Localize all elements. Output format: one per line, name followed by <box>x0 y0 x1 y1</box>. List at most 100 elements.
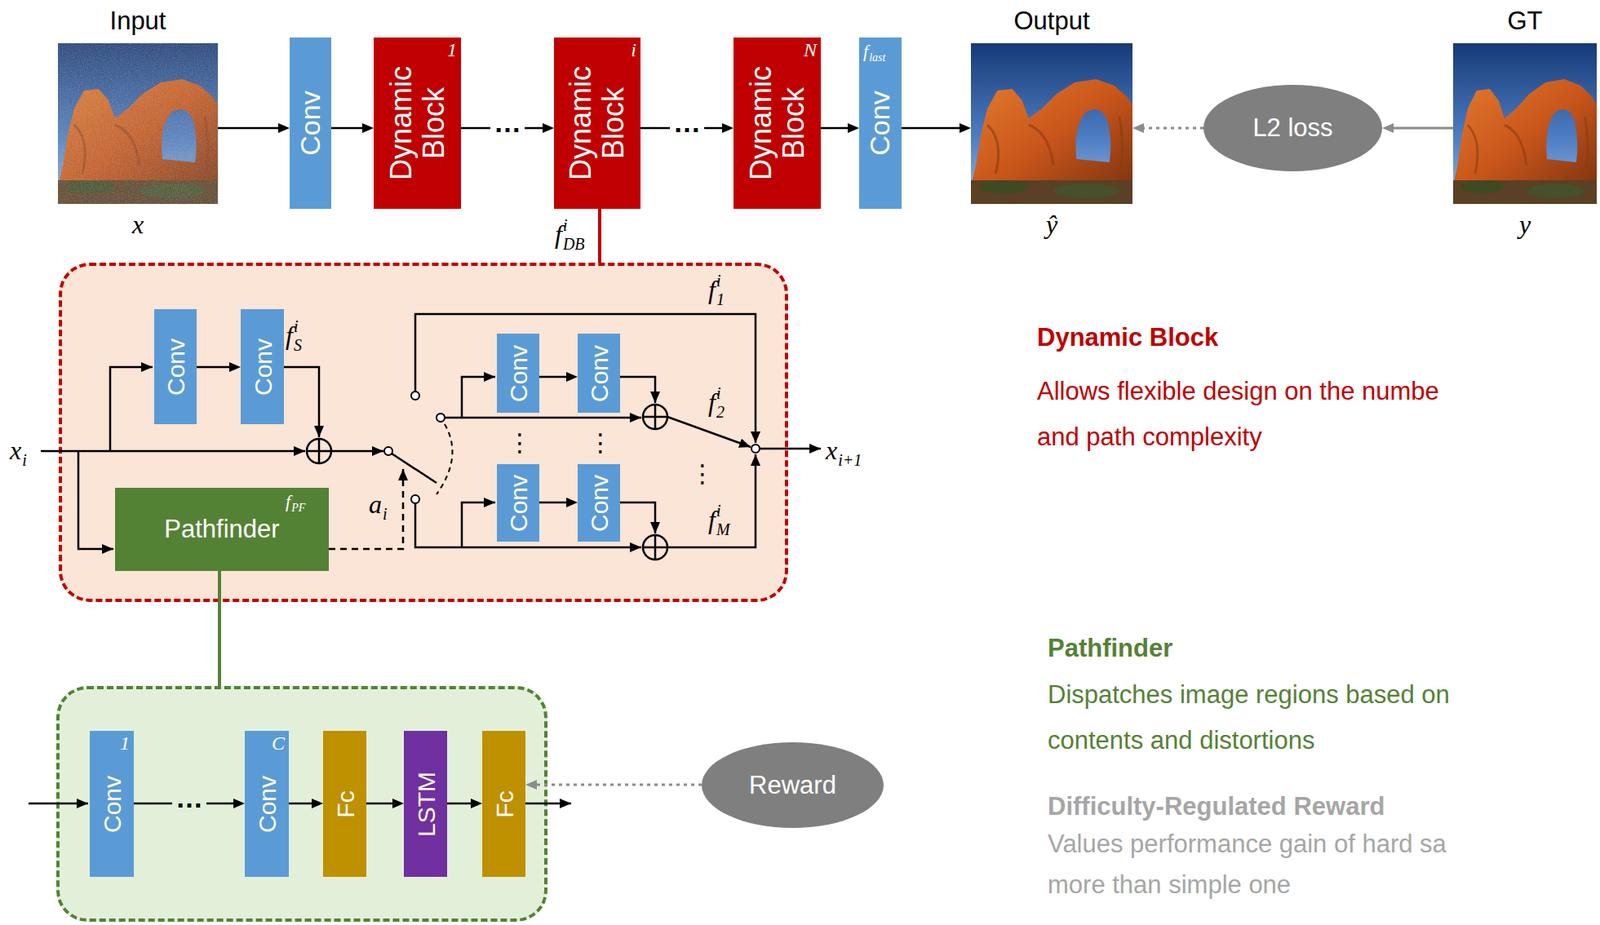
math-symbol: f <box>708 385 716 421</box>
photo <box>970 43 1133 204</box>
layer-name: Dynamic Block <box>564 53 630 193</box>
connector-line <box>133 802 235 806</box>
conv-layer: Conv <box>577 333 621 413</box>
math-label: fi2 <box>708 385 725 421</box>
connector <box>366 798 404 809</box>
ellipsis-mark: ⋮ <box>588 430 613 456</box>
lstm-layer: LSTM <box>403 731 448 878</box>
plus-sign <box>306 438 332 464</box>
index-stack: i1 <box>716 272 725 308</box>
wire <box>667 454 756 548</box>
conv-layer: Conv <box>240 309 284 425</box>
connector <box>196 362 241 373</box>
connector-line <box>598 208 602 263</box>
layer-name: Fc <box>331 790 359 818</box>
photo <box>57 43 218 204</box>
math-symbol: a <box>368 487 382 523</box>
connector <box>1132 123 1204 133</box>
switch-contact <box>436 413 445 422</box>
layer-name: Conv <box>505 344 532 402</box>
sum-node <box>306 438 332 464</box>
connector <box>539 497 578 508</box>
connector-line <box>901 127 962 130</box>
math-symbol: f <box>708 272 716 308</box>
layer-index: C <box>271 733 285 754</box>
wire <box>620 376 656 404</box>
wire <box>620 502 656 534</box>
arrowhead <box>362 123 374 133</box>
arrowhead <box>233 798 245 809</box>
layer-name: Conv <box>505 474 532 532</box>
layer-name: Conv <box>253 775 281 833</box>
connector <box>539 372 578 382</box>
math-label: ai <box>368 487 388 523</box>
ellipsis-mark: ⋮ <box>690 461 715 487</box>
index-stack: iS <box>293 318 302 354</box>
shape-label: Pathfinder <box>163 515 280 544</box>
connector <box>901 123 971 133</box>
layer-index: 1 <box>447 39 457 60</box>
conv-layer: Conv1 <box>89 731 134 878</box>
wire <box>415 314 756 444</box>
wire <box>444 416 642 420</box>
layer-name: Conv <box>162 337 190 395</box>
merge-point <box>751 444 760 453</box>
input-image: Inputx <box>57 43 218 204</box>
connector-line <box>535 784 702 787</box>
connector-line <box>217 127 280 130</box>
sum-node <box>642 535 668 560</box>
math-label: xi+1 <box>825 433 862 469</box>
action-signal <box>328 469 404 550</box>
reward-ellipse: Reward <box>701 742 884 829</box>
math-symbol: f <box>863 39 869 64</box>
conv-layer: Conv <box>154 309 197 425</box>
switch-arc <box>436 424 453 495</box>
subscript: 2 <box>716 403 725 421</box>
noise-overlay <box>57 43 218 204</box>
description: Values performance gain of hard sa more … <box>1047 824 1476 905</box>
output-image: Outputŷ <box>970 43 1133 204</box>
wire <box>283 367 320 438</box>
photo <box>1453 43 1597 204</box>
connector-line <box>640 127 724 130</box>
section-heading: Dynamic Block <box>1037 322 1219 353</box>
layer-name: Fc <box>490 790 518 818</box>
index-stack: PF <box>291 489 306 515</box>
arrowhead <box>392 798 404 809</box>
layer-name: Dynamic Block <box>744 53 810 193</box>
connector <box>288 798 324 809</box>
arrowhead <box>278 123 290 133</box>
connector-line <box>447 802 473 806</box>
math-symbol: x <box>825 433 838 469</box>
image-heading: Input <box>110 5 167 37</box>
index-stack: i <box>382 487 388 523</box>
ground-truth-image: GTy <box>1453 43 1597 204</box>
subscript: 1 <box>716 291 725 308</box>
math-symbol: f <box>285 318 293 354</box>
shape-label: Reward <box>749 771 837 799</box>
index-stack: i+1 <box>837 433 862 469</box>
wire <box>525 802 572 806</box>
subscript: DB <box>562 235 586 253</box>
arrowhead <box>311 798 324 809</box>
wire <box>415 503 642 548</box>
arrowhead <box>847 123 860 133</box>
math-label: fPF <box>285 489 306 515</box>
connector-line <box>288 802 314 806</box>
superscript: i <box>716 502 731 519</box>
sum-node <box>642 404 668 430</box>
wire <box>110 367 153 452</box>
layer-name: Conv <box>864 90 896 156</box>
photo-illustration <box>1453 43 1597 204</box>
section-heading: Pathfinder <box>1047 633 1173 664</box>
superscript: i <box>716 385 725 402</box>
conv-layer: Conv <box>496 464 540 542</box>
switch-pivot <box>384 447 393 456</box>
arrowhead <box>959 123 971 133</box>
arrowhead <box>525 780 537 790</box>
arrowhead <box>542 123 555 133</box>
image-symbol: ŷ <box>1045 208 1058 240</box>
wire <box>461 502 496 548</box>
layer-name: Conv <box>248 337 276 395</box>
math-label: fiS <box>285 318 302 354</box>
